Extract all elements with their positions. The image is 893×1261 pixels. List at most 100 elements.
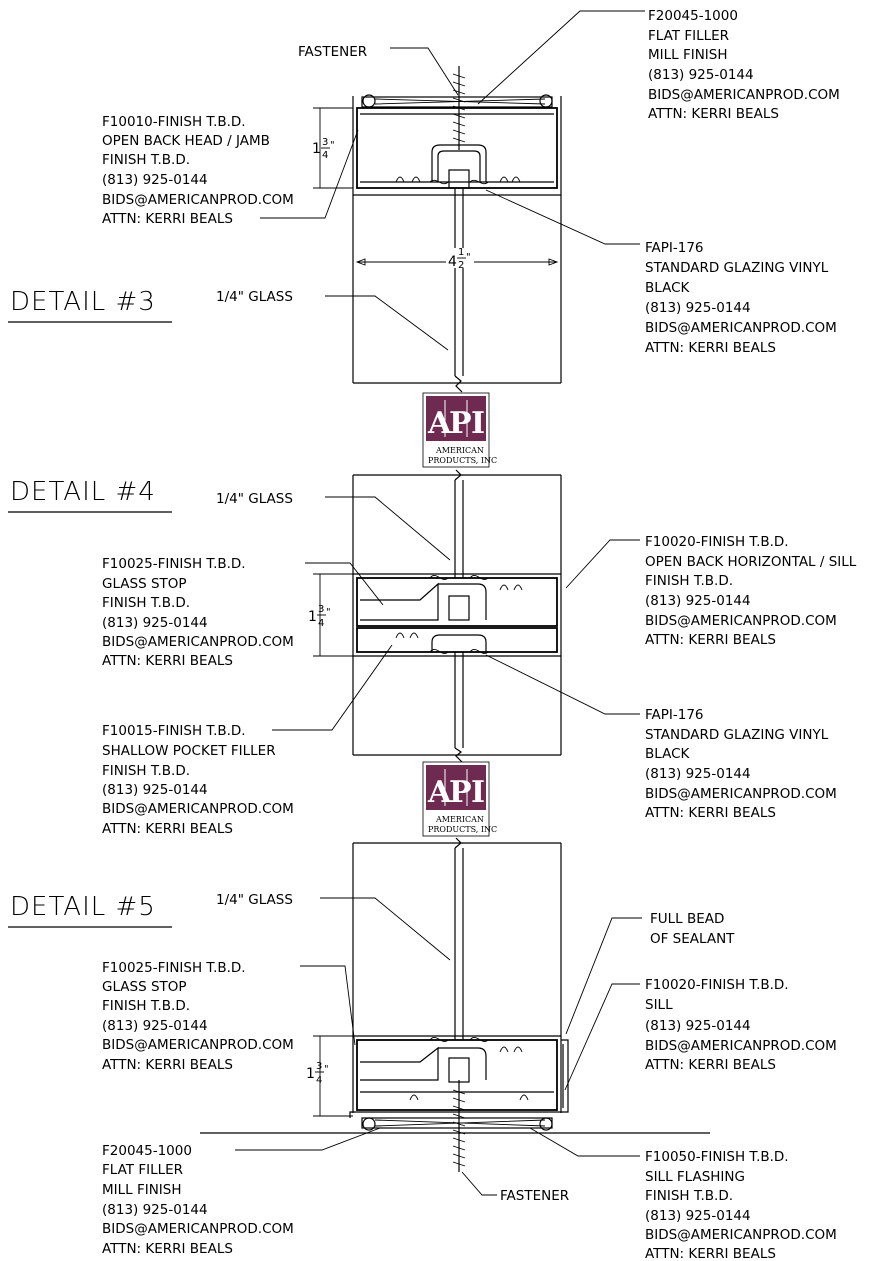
- svg-text:ATTN: KERRI BEALS: ATTN: KERRI BEALS: [645, 1246, 776, 1261]
- detail-5-title: DETAIL #5: [10, 892, 156, 922]
- svg-text:(813) 925-0144: (813) 925-0144: [102, 615, 208, 631]
- svg-text:4: 4: [316, 1075, 322, 1086]
- svg-text:ATTN: KERRI BEALS: ATTN: KERRI BEALS: [102, 653, 233, 669]
- svg-text:BLACK: BLACK: [645, 280, 691, 296]
- svg-text:F10020-FINISH T.B.D.: F10020-FINISH T.B.D.: [645, 977, 789, 993]
- svg-text:BIDS@AMERICANPROD.COM: BIDS@AMERICANPROD.COM: [645, 320, 837, 336]
- detail-3-title: DETAIL #3: [10, 287, 156, 317]
- sill-frame: [353, 1035, 561, 1111]
- fastener-label-5: FASTENER: [500, 1188, 569, 1204]
- glass-label-3: 1/4" GLASS: [216, 289, 293, 305]
- svg-text:SHALLOW POCKET FILLER: SHALLOW POCKET FILLER: [102, 743, 276, 759]
- svg-text:4: 4: [318, 618, 324, 629]
- svg-text:ATTN: KERRI BEALS: ATTN: KERRI BEALS: [102, 211, 233, 227]
- svg-text:BIDS@AMERICANPROD.COM: BIDS@AMERICANPROD.COM: [645, 1227, 837, 1243]
- svg-text:ATTN: KERRI BEALS: ATTN: KERRI BEALS: [645, 632, 776, 648]
- api-logo-2: A P I AMERICAN PRODUCTS, INC: [422, 761, 497, 837]
- callout-horizontal-4: F10020-FINISH T.B.D. OPEN BACK HORIZONTA…: [645, 534, 857, 648]
- leader-fastener-3: [390, 47, 459, 96]
- detail-4: DETAIL #4: [8, 469, 857, 837]
- svg-text:PRODUCTS, INC: PRODUCTS, INC: [428, 456, 497, 465]
- svg-text:BIDS@AMERICANPROD.COM: BIDS@AMERICANPROD.COM: [102, 1037, 294, 1053]
- detail-3: DETAIL #3: [8, 8, 840, 393]
- svg-text:3: 3: [316, 1061, 322, 1072]
- fastener-bottom: [452, 1080, 466, 1172]
- svg-text:(813) 925-0144: (813) 925-0144: [645, 1208, 751, 1224]
- leader-horizontal-4: [565, 539, 640, 589]
- glass-pane-4-upper: [454, 469, 464, 578]
- svg-text:": ": [326, 607, 331, 618]
- head-frame: [356, 107, 558, 189]
- svg-text:F10010-FINISH T.B.D.: F10010-FINISH T.B.D.: [102, 114, 246, 130]
- svg-text:SILL: SILL: [645, 997, 673, 1013]
- dim-height-4: 1 3 4 ": [308, 573, 353, 657]
- svg-text:F10025-FINISH T.B.D.: F10025-FINISH T.B.D.: [102, 556, 246, 572]
- leader-pocket-filler-4: [272, 644, 393, 731]
- svg-text:1: 1: [312, 141, 321, 157]
- glass-label-5: 1/4" GLASS: [216, 892, 293, 908]
- svg-text:(813) 925-0144: (813) 925-0144: [648, 67, 754, 83]
- svg-text:OF SEALANT: OF SEALANT: [650, 931, 735, 947]
- svg-text:BLACK: BLACK: [645, 746, 691, 762]
- svg-text:A: A: [427, 775, 452, 810]
- svg-text:BIDS@AMERICANPROD.COM: BIDS@AMERICANPROD.COM: [645, 1038, 837, 1054]
- leader-glass-5: [320, 897, 451, 961]
- svg-text:BIDS@AMERICANPROD.COM: BIDS@AMERICANPROD.COM: [648, 87, 840, 103]
- dim-height-3: 1 3 4 ": [312, 107, 353, 189]
- svg-text:P: P: [449, 406, 472, 441]
- svg-text:PRODUCTS, INC: PRODUCTS, INC: [428, 825, 497, 834]
- svg-text:FULL BEAD: FULL BEAD: [650, 911, 724, 927]
- svg-text:(813) 925-0144: (813) 925-0144: [645, 1018, 751, 1034]
- svg-text:ATTN: KERRI BEALS: ATTN: KERRI BEALS: [102, 821, 233, 837]
- svg-text:ATTN: KERRI BEALS: ATTN: KERRI BEALS: [645, 340, 776, 356]
- callout-flashing-5: F10050-FINISH T.B.D. SILL FLASHING FINIS…: [645, 1149, 837, 1261]
- flat-filler-top: [361, 94, 553, 108]
- svg-text:I: I: [471, 775, 485, 810]
- fastener-top: [452, 66, 466, 150]
- svg-text:(813) 925-0144: (813) 925-0144: [102, 1018, 208, 1034]
- leader-flashing-5: [529, 1127, 640, 1157]
- svg-text:F20045-1000: F20045-1000: [102, 1143, 192, 1159]
- svg-text:ATTN: KERRI BEALS: ATTN: KERRI BEALS: [645, 1057, 776, 1073]
- svg-text:BIDS@AMERICANPROD.COM: BIDS@AMERICANPROD.COM: [102, 1221, 294, 1237]
- callout-head-jamb-3: F10010-FINISH T.B.D. OPEN BACK HEAD / JA…: [102, 114, 294, 227]
- svg-text:2: 2: [458, 260, 464, 271]
- detail-5: DETAIL #5: [8, 837, 837, 1261]
- callout-filler-5: F20045-1000 FLAT FILLER MILL FINISH (813…: [102, 1143, 294, 1257]
- svg-text:BIDS@AMERICANPROD.COM: BIDS@AMERICANPROD.COM: [645, 613, 837, 629]
- svg-text:GLASS STOP: GLASS STOP: [102, 979, 187, 995]
- leader-filler-3: [477, 10, 645, 105]
- svg-text:A: A: [427, 406, 452, 441]
- svg-text:": ": [466, 252, 471, 263]
- api-logo-1: A P I AMERICAN PRODUCTS, INC: [422, 392, 497, 468]
- svg-text:AMERICAN: AMERICAN: [435, 446, 484, 455]
- svg-text:1: 1: [308, 609, 317, 625]
- leader-vinyl-4: [485, 654, 640, 715]
- svg-text:FINISH T.B.D.: FINISH T.B.D.: [645, 573, 733, 589]
- svg-text:FLAT FILLER: FLAT FILLER: [102, 1162, 183, 1178]
- callout-pocket-filler-4: F10015-FINISH T.B.D. SHALLOW POCKET FILL…: [102, 723, 294, 837]
- callout-flat-filler-3: F20045-1000 FLAT FILLER MILL FINISH (813…: [648, 8, 840, 122]
- svg-text:FINISH T.B.D.: FINISH T.B.D.: [645, 1188, 733, 1204]
- svg-text:4: 4: [322, 150, 328, 161]
- glass-pane-3: [454, 188, 464, 393]
- svg-text:1: 1: [458, 247, 464, 258]
- svg-text:(813) 925-0144: (813) 925-0144: [645, 300, 751, 316]
- svg-text:BIDS@AMERICANPROD.COM: BIDS@AMERICANPROD.COM: [645, 786, 837, 802]
- svg-text:4: 4: [448, 254, 457, 270]
- svg-text:ATTN: KERRI BEALS: ATTN: KERRI BEALS: [102, 1241, 233, 1257]
- dim-height-5: 1 3 4 ": [306, 1035, 353, 1117]
- svg-text:3: 3: [318, 604, 324, 615]
- callout-sealant-5: FULL BEAD OF SEALANT: [650, 911, 735, 947]
- callout-vinyl-4: FAPI-176 STANDARD GLAZING VINYL BLACK (8…: [645, 707, 837, 821]
- svg-text:F20045-1000: F20045-1000: [648, 8, 738, 24]
- svg-text:(813) 925-0144: (813) 925-0144: [645, 593, 751, 609]
- svg-text:(813) 925-0144: (813) 925-0144: [102, 172, 208, 188]
- glass-label-4: 1/4" GLASS: [216, 491, 293, 507]
- pocket-filler: [356, 627, 558, 654]
- callout-sill-5: F10020-FINISH T.B.D. SILL (813) 925-0144…: [645, 977, 837, 1073]
- svg-text:I: I: [471, 406, 485, 441]
- sill-flashing: [349, 1039, 569, 1118]
- glass-pane-5: [454, 837, 464, 1040]
